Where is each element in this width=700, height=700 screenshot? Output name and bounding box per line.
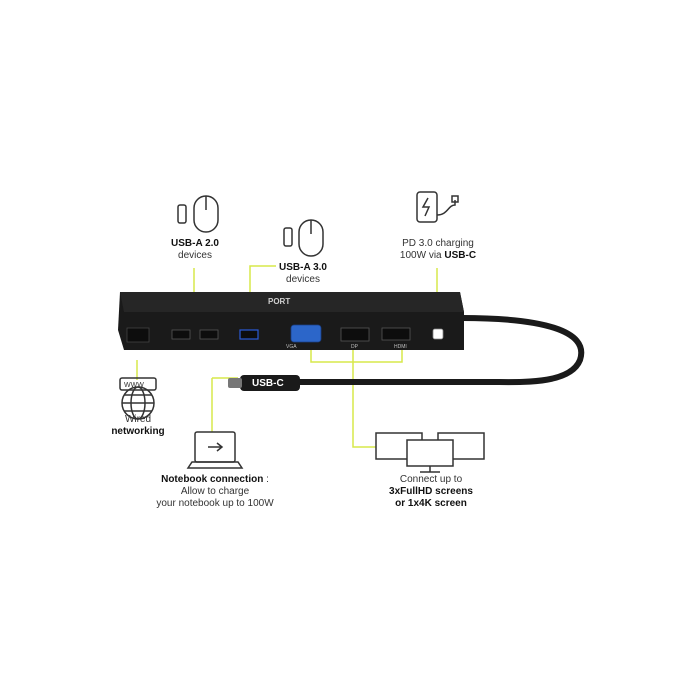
charger-icon — [416, 191, 459, 223]
hdmi-label: HDMI — [394, 344, 407, 350]
usb3-callout: USB-A 3.0 devices — [268, 262, 338, 286]
notebook-callout: Notebook connection : Allow to charge yo… — [140, 474, 290, 510]
notebook-colon: : — [263, 474, 269, 485]
dock-body: PORT — [118, 292, 464, 350]
laptop-icon — [186, 431, 244, 469]
usbc-cable-label: USB-C — [252, 378, 284, 389]
screens-callout: Connect up to 3xFullHD screens or 1x4K s… — [376, 474, 486, 510]
pd-callout: PD 3.0 charging 100W via USB-C — [388, 238, 488, 262]
usb3-port — [239, 329, 259, 340]
ethernet-port — [126, 327, 150, 343]
usb3-title: USB-A 3.0 — [279, 262, 327, 273]
www-label: WWW — [124, 382, 144, 389]
pd-line2-bold: USB-C — [444, 250, 477, 261]
usb2-callout: USB-A 2.0 devices — [160, 238, 230, 262]
pd-line1: PD 3.0 charging — [402, 238, 474, 249]
dock-ports: VGA DP HDMI — [126, 324, 444, 350]
usb2-sub: devices — [178, 250, 212, 261]
usb2-port-1 — [171, 329, 191, 340]
notebook-title: Notebook connection — [161, 474, 264, 485]
usb3-sub: devices — [286, 274, 320, 285]
notebook-line3: your notebook up to 100W — [156, 498, 274, 509]
screens-line3: or 1x4K screen — [395, 498, 467, 509]
brand-logo: PORT — [268, 297, 290, 306]
notebook-line2: Allow to charge — [180, 486, 250, 497]
usb3-icons — [283, 219, 324, 257]
usbc-pd-port — [432, 328, 444, 340]
screens-line1: Connect up to — [399, 474, 463, 485]
screens-line2: 3xFullHD screens — [389, 486, 473, 497]
usb2-title: USB-A 2.0 — [171, 238, 219, 249]
dp-port — [340, 327, 370, 342]
usb2-port-2 — [199, 329, 219, 340]
dp-label: DP — [351, 344, 359, 350]
pd-line2-prefix: 100W via — [399, 250, 445, 261]
wired-line1: Wired — [124, 414, 152, 425]
callout-lines — [136, 265, 438, 448]
vga-label: VGA — [286, 344, 297, 350]
wired-line2: networking — [111, 426, 165, 437]
usb2-icons — [177, 195, 219, 233]
usbc-cable — [297, 315, 585, 386]
monitors-icon — [375, 432, 485, 473]
hdmi-port — [381, 327, 411, 341]
www-globe-icon — [119, 377, 157, 420]
wired-callout: Wired networking — [103, 414, 173, 438]
usbc-plug — [240, 375, 300, 391]
vga-port — [290, 324, 322, 343]
